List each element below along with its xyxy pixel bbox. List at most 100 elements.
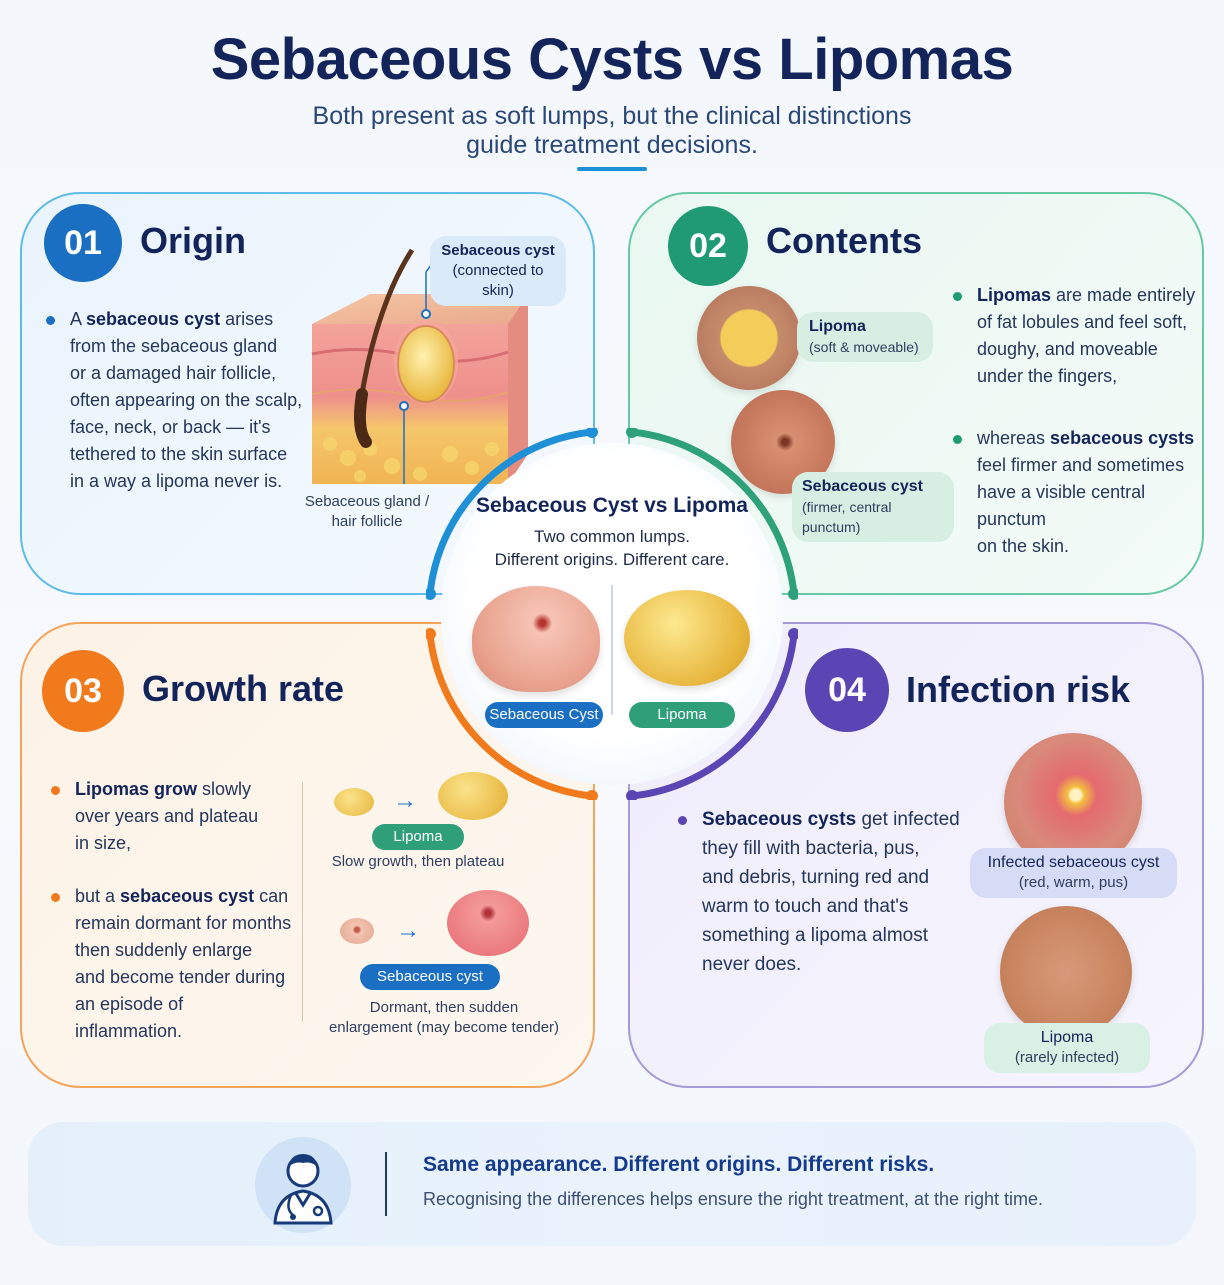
doctor-icon	[255, 1137, 351, 1233]
large-cyst-icon	[447, 890, 529, 956]
contents-number-badge: 02	[668, 206, 748, 286]
origin-bullet-lines: A sebaceous cyst arises from the sebaceou…	[70, 306, 310, 495]
text-line: never does.	[702, 954, 802, 975]
text-line: or a damaged hair follicle,	[70, 363, 277, 383]
text-line: under the fingers,	[977, 366, 1118, 386]
origin-number-badge: 01	[44, 204, 122, 282]
page-subtitle: Both present as soft lumps, but the clin…	[262, 102, 962, 160]
subtitle-line-2: guide treatment decisions.	[466, 131, 758, 159]
footer-separator	[385, 1152, 387, 1216]
lipoma-skin-photo	[1000, 906, 1132, 1038]
text-line: they fill with bacteria, pus,	[702, 838, 920, 859]
contents-bullet-1: Lipomas are made entirely of fat lobules …	[953, 282, 1199, 390]
infected-cyst-label: Infected sebaceous cyst (red, warm, pus)	[970, 848, 1177, 898]
gland-label-line-2: hair follicle	[331, 513, 403, 530]
infected-label: Infected sebaceous cyst	[987, 854, 1160, 871]
lipoma-label: Lipoma	[809, 318, 866, 335]
growth-number-badge: 03	[42, 650, 124, 732]
growth-cyst-caption: Dormant, then sudden enlargement (may be…	[316, 998, 572, 1038]
growth-lipoma-caption: Slow growth, then plateau	[331, 853, 505, 870]
text-line: doughy, and moveable	[977, 339, 1158, 359]
text-line: remain dormant for months	[75, 913, 292, 933]
contents-bullet-2: whereas sebaceous cysts feel firmer and s…	[953, 425, 1199, 560]
contents-lipoma-label: Lipoma (soft & moveable)	[797, 312, 933, 362]
bullet-dot	[678, 816, 687, 825]
contents-bullet-1-lines: Lipomas are made entirely of fat lobules …	[977, 282, 1199, 390]
contents-heading: Contents	[766, 220, 922, 261]
hub-line-1: Two common lumps.	[534, 527, 690, 546]
center-ring	[426, 428, 798, 800]
growth-bullet-2: but a sebaceous cyst can remain dormant f…	[51, 883, 295, 1045]
hub-divider	[611, 585, 613, 715]
growth-heading: Growth rate	[142, 668, 345, 709]
infection-number-badge: 04	[805, 648, 889, 732]
text-line: Lipomas are made entirely	[977, 285, 1196, 305]
text-line: in a way a lipoma never is.	[70, 471, 283, 491]
lipoma-sublabel: (soft & moveable)	[809, 339, 919, 355]
growth-divider	[302, 782, 303, 1022]
footer-text: Recognising the differences helps ensure…	[423, 1189, 1044, 1209]
text-line: then suddenly enlarge	[75, 940, 253, 960]
subtitle-line-1: Both present as soft lumps, but the clin…	[312, 102, 912, 130]
text-line: A sebaceous cyst arises	[70, 309, 274, 329]
text-line: of fat lobules and feel soft,	[977, 312, 1188, 332]
hub-title: Sebaceous Cyst vs Lipoma	[476, 494, 748, 517]
hub-text: Two common lumps. Different origins. Dif…	[470, 525, 754, 571]
cyst-sublabel: (firmer, central punctum)	[802, 499, 892, 535]
cyst-caption-line-2: enlargement (may become tender)	[328, 1019, 560, 1036]
text-line: feel firmer and sometimes	[977, 455, 1185, 475]
origin-heading: Origin	[140, 220, 246, 261]
text-line: often appearing on the scalp,	[70, 390, 303, 410]
origin-bullet: A sebaceous cyst arises from the sebaceou…	[46, 306, 310, 495]
infection-heading: Infection risk	[906, 669, 1131, 710]
text-line: over years and plateau	[75, 806, 259, 826]
infection-lipoma-label: Lipoma (rarely infected)	[984, 1023, 1150, 1073]
bullet-dot	[953, 435, 962, 444]
text-line: warm to touch and that's	[702, 896, 909, 917]
bullet-dot	[51, 893, 60, 902]
center-lipoma-image	[624, 590, 750, 686]
text-line: an episode of inflammation.	[75, 994, 184, 1041]
small-lipoma-icon	[334, 788, 374, 816]
bullet-dot	[51, 786, 60, 795]
text-line: from the sebaceous gland	[70, 336, 278, 356]
growth-lipoma-tag: Lipoma	[372, 824, 464, 850]
gland-label: Sebaceous gland / hair follicle	[290, 492, 444, 532]
text-line: whereas sebaceous cysts	[977, 428, 1195, 448]
footer-banner	[28, 1122, 1196, 1246]
infection-lipoma-sublabel: (rarely infected)	[1014, 1049, 1120, 1066]
footer-title: Same appearance. Different origins. Diff…	[423, 1153, 935, 1176]
infection-lipoma-title: Lipoma	[1040, 1029, 1094, 1046]
growth-cyst-tag: Sebaceous cyst	[360, 964, 500, 990]
contents-cyst-label: Sebaceous cyst (firmer, central punctum)	[792, 472, 954, 542]
title-underline	[577, 167, 647, 171]
text-line: something a lipoma almost	[702, 925, 928, 946]
lipoma-photo	[697, 286, 801, 390]
text-line: and become tender during	[75, 967, 286, 987]
text-line: but a sebaceous cyst can	[75, 886, 289, 906]
infected-sublabel: (red, warm, pus)	[1018, 874, 1129, 891]
text-line: tethered to the skin surface	[70, 444, 288, 464]
text-line: face, neck, or back — it's	[70, 417, 271, 437]
text-line: and debris, turning red and	[702, 867, 930, 888]
text-line: have a visible central punctum	[977, 482, 1146, 529]
bullet-dot	[953, 292, 962, 301]
cyst-caption-line-1: Dormant, then sudden	[369, 999, 519, 1016]
callout-title: Sebaceous cyst	[441, 242, 555, 259]
contents-bullet-2-lines: whereas sebaceous cysts feel firmer and s…	[977, 425, 1199, 560]
text-line: in size,	[75, 833, 132, 853]
page-title: Sebaceous Cysts vs Lipomas	[210, 27, 1014, 92]
gland-label-line-1: Sebaceous gland /	[304, 493, 430, 510]
cyst-label: Sebaceous cyst	[802, 478, 923, 495]
growth-arrow-cyst: →	[396, 917, 420, 944]
growth-arrow-lipoma: →	[393, 787, 417, 814]
large-lipoma-icon	[438, 772, 508, 820]
center-lipoma-tag: Lipoma	[629, 702, 735, 728]
growth-bullet-2-lines: but a sebaceous cyst can remain dormant f…	[75, 883, 295, 1045]
small-cyst-icon	[340, 918, 374, 944]
callout-subtitle: (connected to skin)	[452, 262, 544, 299]
